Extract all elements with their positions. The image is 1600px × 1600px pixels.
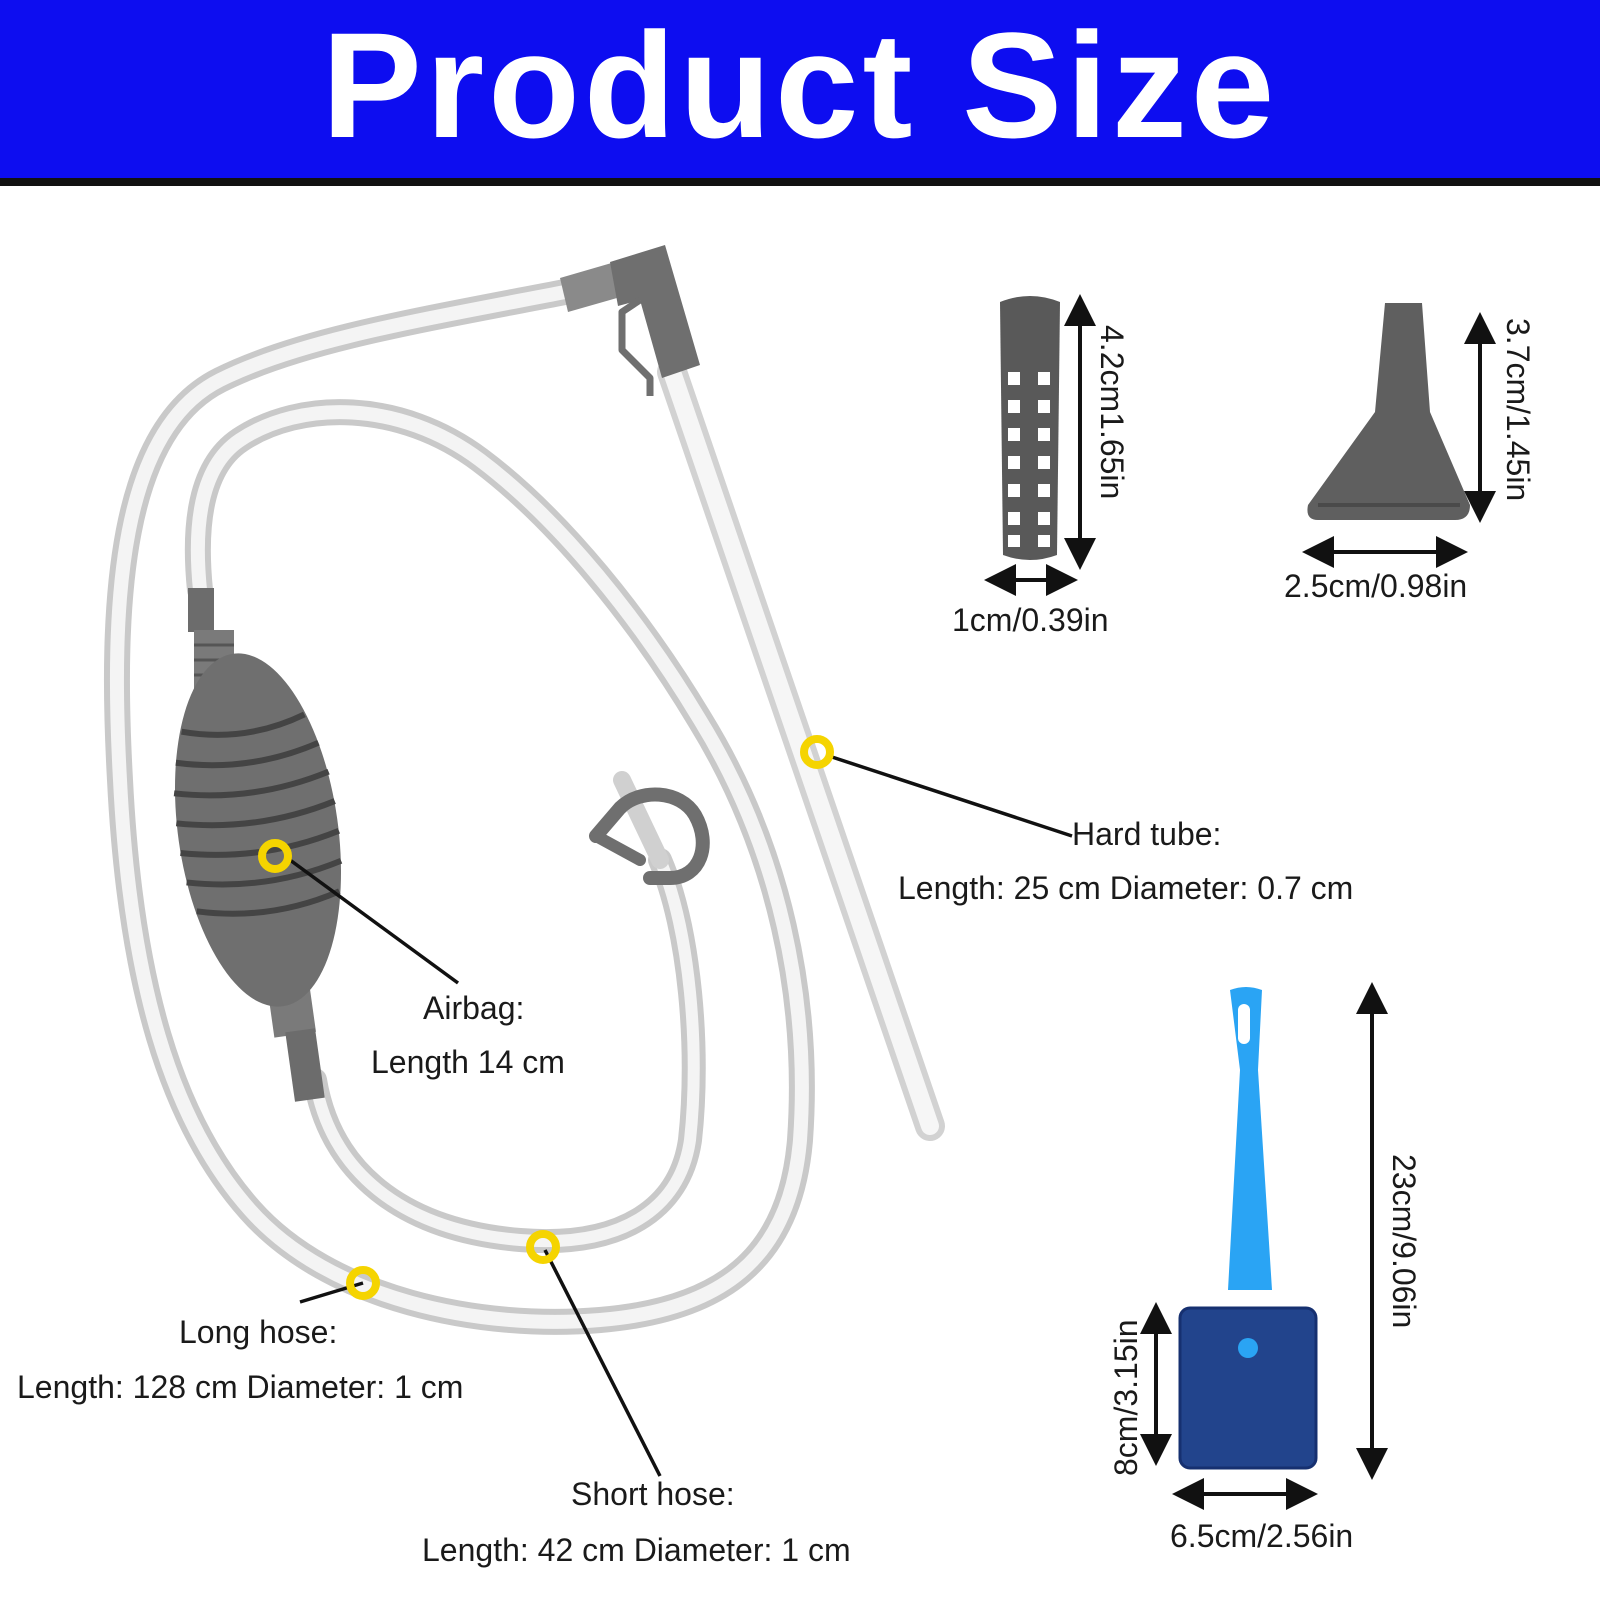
long-hose-marker xyxy=(346,1266,380,1300)
tube-clip xyxy=(589,787,710,885)
long-hose-spec: Length: 128 cm Diameter: 1 cm xyxy=(17,1369,464,1405)
filter-height-label: 4.2cm1.65in xyxy=(1094,325,1130,500)
hard-tube-marker xyxy=(800,735,834,769)
nozzle-width-label: 2.5cm/0.98in xyxy=(1284,568,1468,604)
page-title: Product Size xyxy=(321,1,1279,169)
short-hose xyxy=(303,771,706,1253)
brush-total-label: 23cm/9.06in xyxy=(1386,1154,1422,1329)
header-banner: Product Size xyxy=(0,0,1600,186)
part-markers xyxy=(258,735,834,1300)
hard-tube-title: Hard tube: xyxy=(1072,816,1222,852)
short-hose-title: Short hose: xyxy=(571,1476,735,1512)
cleaning-brush xyxy=(1178,987,1318,1470)
short-hose-spec: Length: 42 cm Diameter: 1 cm xyxy=(422,1532,851,1568)
short-hose-leader xyxy=(543,1249,662,1477)
short-hose-marker xyxy=(526,1230,560,1264)
airbag-spec: Length 14 cm xyxy=(371,1044,565,1080)
airbag-leader xyxy=(288,858,460,985)
nozzle-height-label: 3.7cm/1.45in xyxy=(1500,318,1536,502)
hard-tube-leader xyxy=(831,755,1073,838)
dimension-arrows xyxy=(984,294,1496,1510)
airbag-title: Airbag: xyxy=(423,990,525,1026)
airbag-bulb xyxy=(173,653,343,1007)
sponge-width-label: 6.5cm/2.56in xyxy=(1170,1518,1354,1554)
airbag-marker xyxy=(258,839,292,873)
long-hose xyxy=(103,279,815,1335)
elbow-connector xyxy=(560,245,700,396)
filter-strainer xyxy=(1000,296,1060,560)
sponge-height-label: 8cm/3.15in xyxy=(1108,1319,1144,1476)
long-hose-title: Long hose: xyxy=(179,1314,338,1350)
hard-tube-spec: Length: 25 cm Diameter: 0.7 cm xyxy=(898,870,1354,906)
filter-width-label: 1cm/0.39in xyxy=(952,602,1109,638)
flat-nozzle xyxy=(1307,303,1470,520)
leader-lines xyxy=(288,755,1073,1477)
